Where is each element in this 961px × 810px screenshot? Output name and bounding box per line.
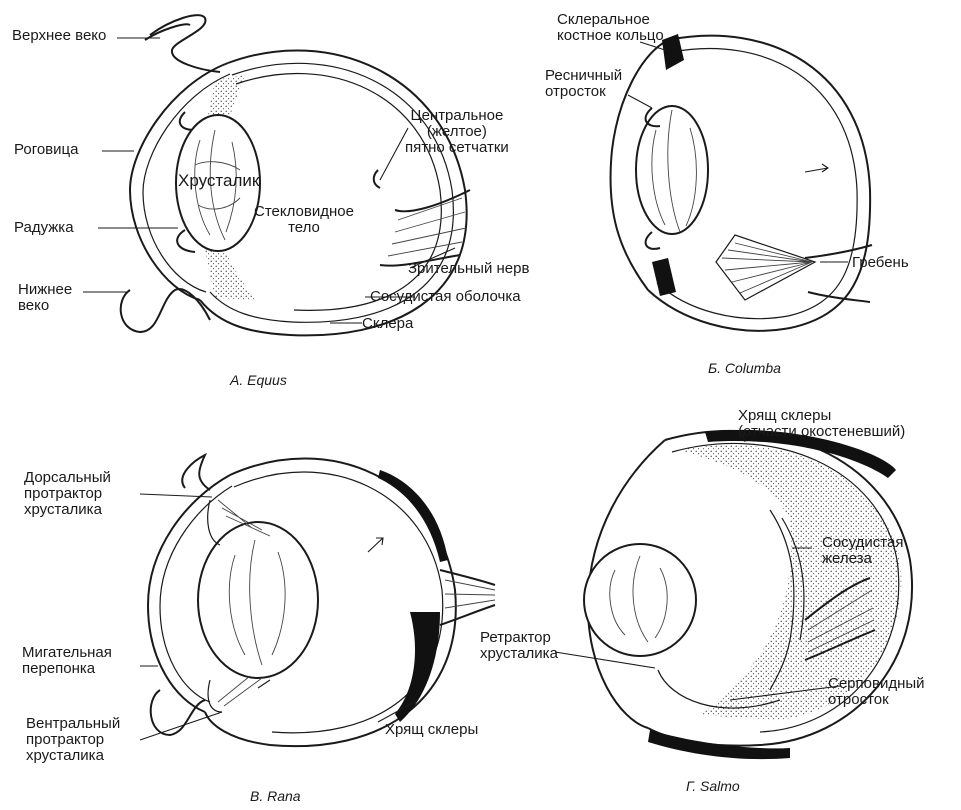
label-choroid: Сосудистая оболочка xyxy=(370,289,521,305)
label-nictitating-membrane: Мигательная перепонка xyxy=(22,645,112,677)
label-sclera: Склера xyxy=(362,316,413,332)
label-vascular-gland: Сосудистая железа xyxy=(822,535,903,567)
label-ventral-protractor: Вентральный протрактор хрусталика xyxy=(26,716,120,764)
optic-nerve-c xyxy=(440,570,495,625)
lens-b xyxy=(636,106,708,234)
caption-equus: А. Equus xyxy=(230,372,287,388)
caption-columba: Б. Columba xyxy=(708,360,781,376)
label-scleral-cartilage-c: Хрящ склеры xyxy=(385,722,478,738)
scleral-cartilage-upper-c xyxy=(378,470,448,562)
arrow-b xyxy=(805,164,828,172)
leader-ciliary-process xyxy=(628,95,652,108)
label-lower-lid: Нижнее веко xyxy=(18,282,72,314)
label-optic-nerve: Зрительный нерв xyxy=(408,261,529,277)
label-lens-retractor: Ретрактор хрусталика xyxy=(480,630,558,662)
scleral-ring-lower-b xyxy=(652,258,676,296)
iris-lower-b xyxy=(646,232,660,249)
scleral-cartilage-lower-c xyxy=(395,612,440,722)
label-fovea: Центральное (желтое) пятно сетчатки xyxy=(405,108,509,156)
fovea-a xyxy=(374,170,380,188)
lens-d xyxy=(584,544,696,656)
scleral-ring-upper-b xyxy=(662,34,684,70)
arrow-lens-c xyxy=(258,680,270,688)
label-ciliary-process: Ресничный отросток xyxy=(545,68,622,100)
lens-c xyxy=(198,522,318,678)
caption-salmo: Г. Salmo xyxy=(686,778,740,794)
leader-fovea xyxy=(380,128,408,180)
label-scleral-cartilage-d: Хрящ склеры (отчасти окостеневший) xyxy=(738,408,905,440)
eye-salmo xyxy=(555,430,912,759)
lower-lid-c xyxy=(151,690,205,735)
lower-lid-shape xyxy=(121,289,210,332)
leader-ventral-protractor xyxy=(140,712,222,740)
caption-rana: В. Rana xyxy=(250,788,301,804)
eye-rana xyxy=(140,455,495,746)
label-scleral-ring: Склеральное костное кольцо xyxy=(557,12,664,44)
eye-columba xyxy=(611,34,873,331)
label-iris: Радужка xyxy=(14,220,74,236)
optic-nerve-fibers-c xyxy=(445,580,495,608)
arrow-c xyxy=(368,538,383,552)
pecten-fibers-b xyxy=(722,243,812,293)
ciliary-body-lower-a xyxy=(205,245,255,300)
label-dorsal-protractor: Дорсальный протрактор хрусталика xyxy=(24,470,111,518)
label-pecten: Гребень xyxy=(852,255,909,271)
label-upper-lid: Верхнее веко xyxy=(12,28,106,44)
upper-lid-c xyxy=(182,455,210,490)
label-vitreous: Стекловидное тело xyxy=(254,204,354,236)
label-falciform-process: Серповидный отросток xyxy=(828,676,925,708)
label-lens-a: Хрусталик xyxy=(178,172,259,190)
label-cornea: Роговица xyxy=(14,142,78,158)
